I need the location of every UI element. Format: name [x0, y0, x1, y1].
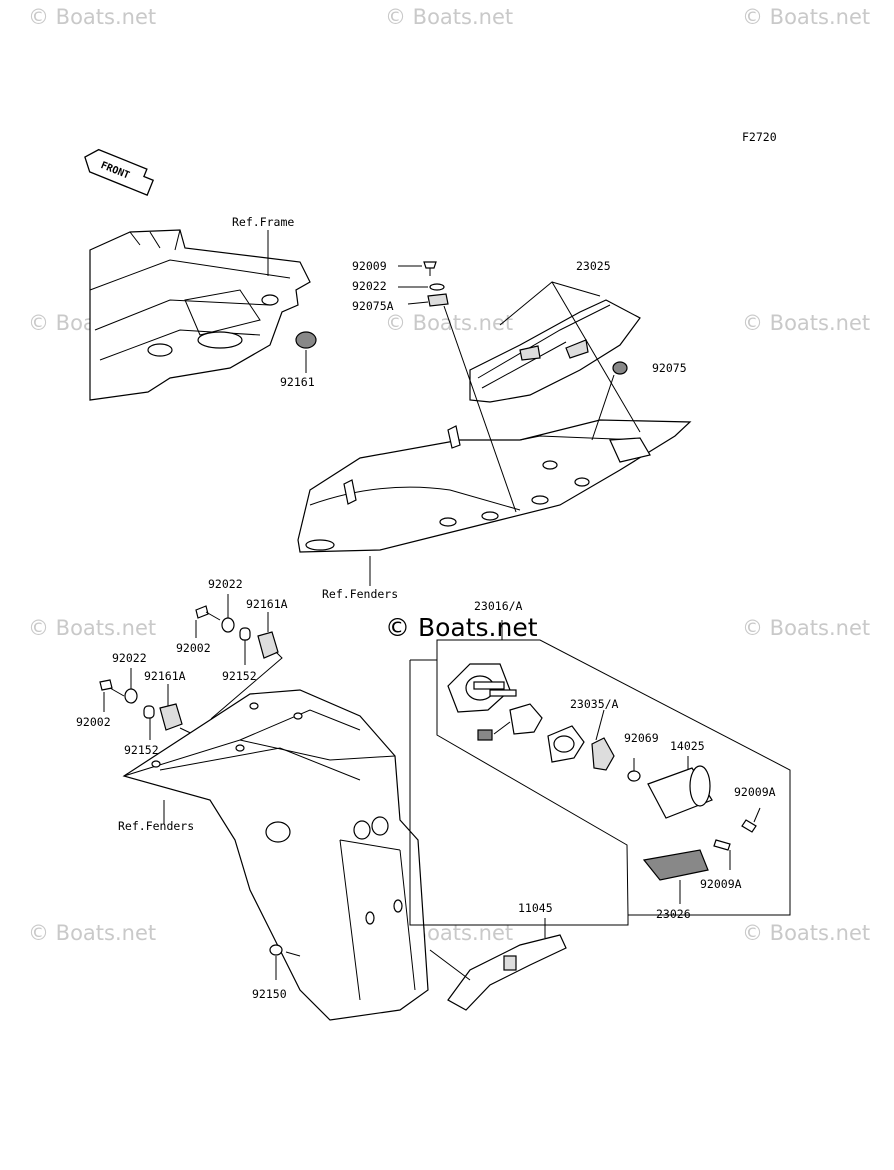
label-92075a: 92075A [352, 299, 394, 313]
license-bracket [429, 918, 567, 1011]
label-92152-a: 92152 [222, 669, 257, 683]
label-92161: 92161 [280, 375, 315, 389]
label-92161a-b: 92161A [144, 669, 186, 683]
frame-assembly [89, 229, 317, 401]
label-11045: 11045 [518, 901, 553, 915]
rear-fender [122, 689, 429, 1021]
label-23016a: 23016/A [474, 599, 523, 613]
watermark: © Boats.net [385, 311, 513, 335]
label-92075: 92075 [652, 361, 687, 375]
fastener-group-upper [99, 594, 283, 749]
watermark-center: © Boats.net [385, 613, 538, 642]
figure-code: F2720 [742, 130, 777, 144]
label-92022-top: 92022 [352, 279, 387, 293]
watermark: © Boats.net [742, 311, 870, 335]
label-23025: 23025 [576, 259, 611, 273]
watermark: © Boats.net [385, 5, 513, 29]
watermark: © Boats.net [742, 921, 870, 945]
label-92002-a: 92002 [176, 641, 211, 655]
label-92009: 92009 [352, 259, 387, 273]
cover-23025 [398, 261, 641, 513]
callouts: Ref.Frame 92161 92009 92022 92075A 23025… [76, 215, 776, 1001]
watermark: © Boats.net [28, 5, 156, 29]
watermark: © Boats.net [28, 921, 156, 945]
label-23026: 23026 [656, 907, 691, 921]
leader-lines [163, 230, 371, 824]
label-92002-b: 92002 [76, 715, 111, 729]
label-ref-frame: Ref.Frame [232, 215, 294, 229]
label-92022-b: 92022 [112, 651, 147, 665]
watermark: © Boats.net [742, 5, 870, 29]
seat-cowl [297, 419, 692, 553]
label-92009a-a: 92009A [734, 785, 776, 799]
label-92009a-b: 92009A [700, 877, 742, 891]
label-ref-fenders-bottom: Ref.Fenders [118, 819, 194, 833]
watermark: © Boats.net [742, 616, 870, 640]
label-92150: 92150 [252, 987, 287, 1001]
label-23035a: 23035/A [570, 697, 619, 711]
label-14025: 14025 [670, 739, 705, 753]
front-arrow-icon: FRONT [84, 148, 155, 196]
label-ref-fenders-top: Ref.Fenders [322, 587, 398, 601]
label-92022-a: 92022 [208, 577, 243, 591]
label-92152-b: 92152 [124, 743, 159, 757]
label-92161a-a: 92161A [246, 597, 288, 611]
watermark: © Boats.net [28, 616, 156, 640]
tail-light-assembly [409, 620, 791, 926]
label-92069: 92069 [624, 731, 659, 745]
